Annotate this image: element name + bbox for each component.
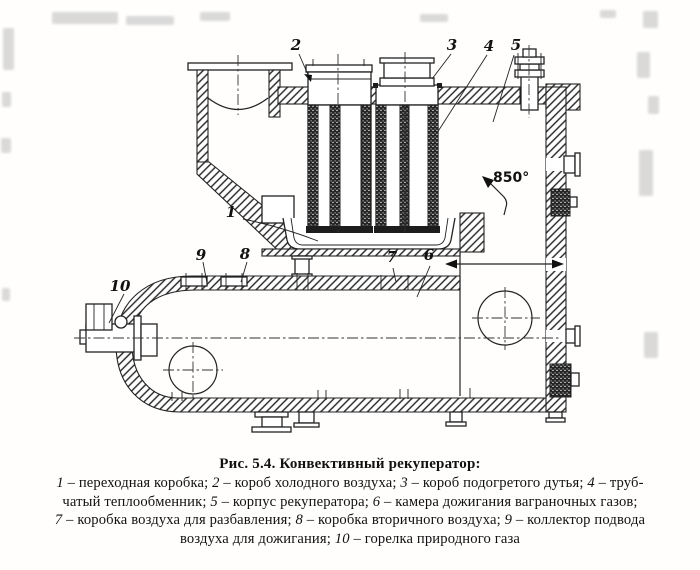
wall-fittings — [549, 152, 581, 398]
scan-artifact — [1, 138, 11, 153]
caption-line-2: чатый теплообменник; 5 – корпус рекупера… — [62, 493, 638, 510]
figure-caption: Рис. 5.4. Конвективный рекуператор: 1 – … — [0, 455, 700, 548]
leader-lines — [108, 53, 515, 324]
scan-artifact — [52, 12, 118, 24]
callout-7: 7 — [386, 248, 398, 266]
callout-6: 6 — [423, 246, 435, 264]
gas-burner — [79, 303, 158, 361]
recuperator-casing — [277, 83, 581, 413]
scan-artifact — [200, 12, 230, 21]
caption-line-1: 1 – переходная коробка; 2 – короб холодн… — [56, 475, 644, 491]
scan-artifact — [639, 150, 653, 196]
top-valve — [514, 48, 545, 111]
callout-8: 8 — [239, 245, 251, 263]
callout-10: 10 — [109, 277, 131, 295]
scan-artifact — [2, 92, 11, 107]
callout-3: 3 — [446, 36, 458, 54]
temperature-label: 850° — [493, 170, 530, 186]
caption-line-4: воздуха для дожигания; 10 – горелка прир… — [179, 530, 521, 547]
scan-artifact — [644, 332, 658, 358]
scan-artifact — [600, 10, 616, 18]
scan-artifact — [2, 288, 10, 301]
scan-artifact — [126, 16, 174, 25]
afterburning-chamber — [115, 252, 566, 433]
scan-artifact — [637, 52, 650, 78]
flow-arrow — [445, 259, 564, 269]
scan-artifact — [3, 28, 14, 70]
scan-artifact — [648, 96, 659, 114]
scan-artifact — [420, 14, 448, 22]
recuperator-diagram — [74, 45, 581, 433]
flue-outlet — [187, 62, 293, 163]
tube-bundles — [306, 104, 440, 233]
centerlines — [74, 45, 560, 398]
temperature-arrow — [482, 176, 508, 216]
callout-5: 5 — [510, 36, 522, 54]
scan-artifact — [643, 11, 658, 28]
cold-air-box — [305, 59, 373, 106]
heated-blast-box — [373, 57, 442, 106]
callout-1: 1 — [225, 203, 237, 221]
callout-4: 4 — [483, 37, 495, 55]
caption-line-3: 7 – коробка воздуха для разбавления; 8 –… — [54, 512, 646, 528]
figure-title: Рис. 5.4. Конвективный рекуператор: — [219, 456, 481, 472]
callout-2: 2 — [290, 36, 302, 54]
callout-9: 9 — [195, 246, 207, 264]
